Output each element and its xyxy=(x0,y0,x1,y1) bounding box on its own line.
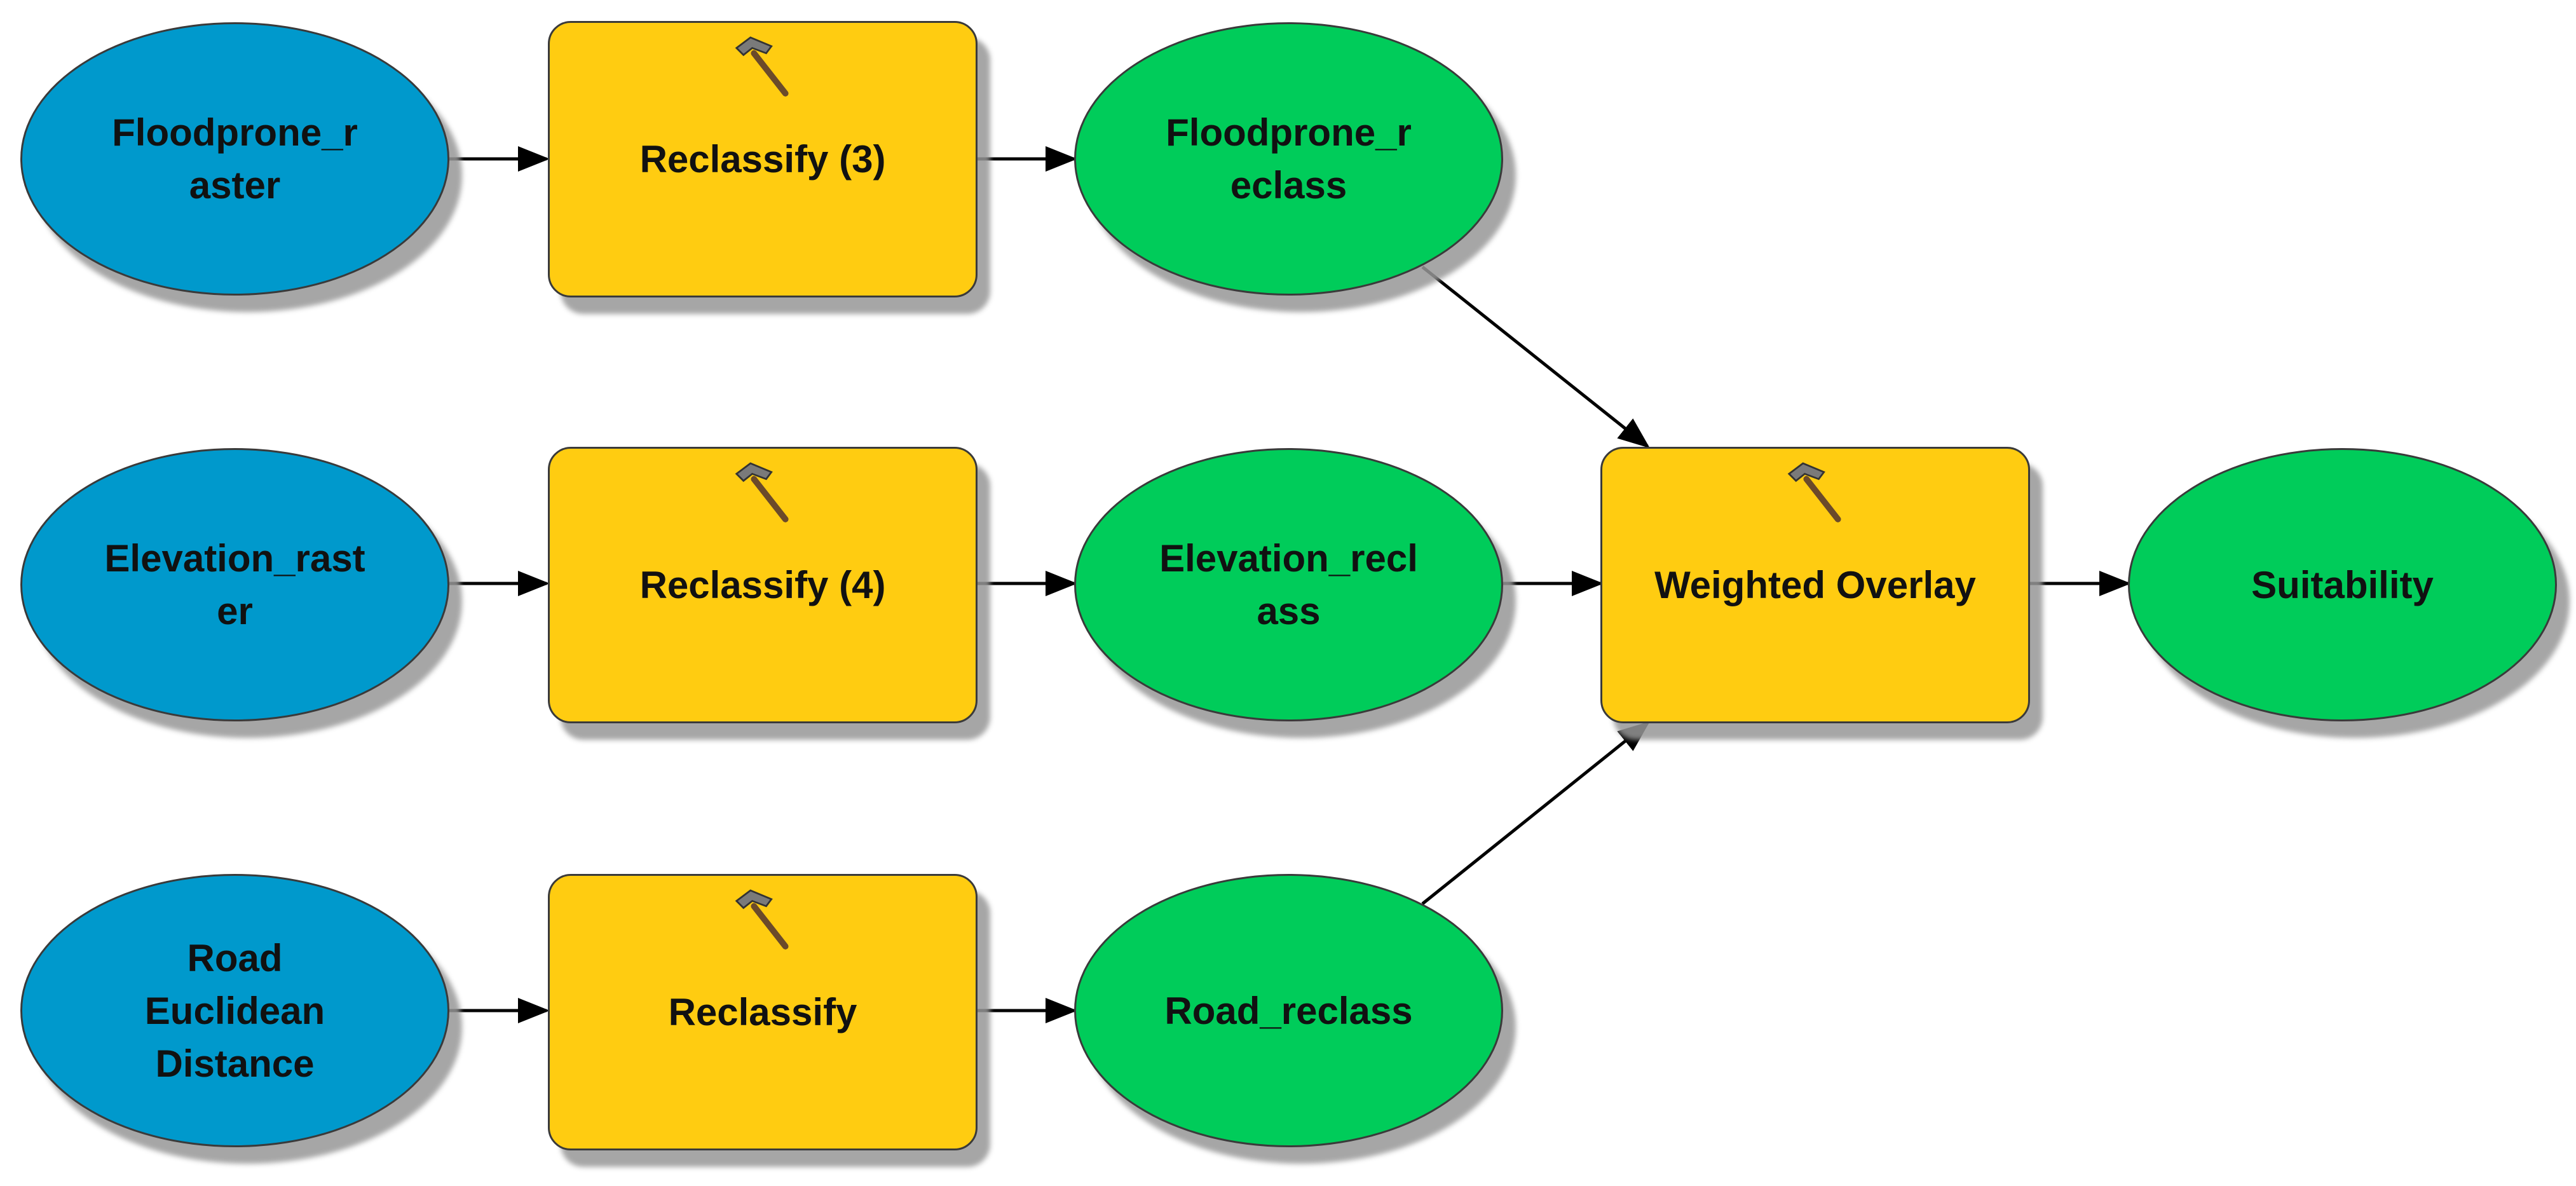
road-euclidean-distance-node[interactable]: Road Euclidean Distance xyxy=(20,874,449,1147)
reclassify-tool[interactable]: Reclassify xyxy=(548,874,978,1150)
edge-floodprone-reclass-to-weighted-overlay xyxy=(1421,266,1650,449)
hammer-icon xyxy=(735,889,789,950)
weighted-overlay-tool[interactable]: Weighted Overlay xyxy=(1600,447,2030,723)
elevation-raster-node[interactable]: Elevation_rast er xyxy=(20,448,449,721)
floodprone-raster-label: Floodprone_r aster xyxy=(112,111,358,207)
hammer-icon xyxy=(735,462,789,522)
hammer-icon xyxy=(1787,462,1841,522)
road-reclass-node[interactable]: Road_reclass xyxy=(1074,874,1503,1147)
floodprone-reclass-node[interactable]: Floodprone_r eclass xyxy=(1074,22,1503,296)
elevation-raster-label: Elevation_rast er xyxy=(104,537,365,632)
floodprone-reclass-label: Floodprone_r eclass xyxy=(1166,111,1412,207)
weighted-overlay-label: Weighted Overlay xyxy=(1654,564,1976,606)
suitability-node[interactable]: Suitability xyxy=(2128,448,2557,721)
road-reclass-label: Road_reclass xyxy=(1164,989,1413,1032)
floodprone-raster-node[interactable]: Floodprone_r aster xyxy=(20,22,449,296)
edge-road-reclass-to-weighted-overlay xyxy=(1421,721,1650,905)
hammer-icon xyxy=(735,36,789,97)
reclassify-4-tool[interactable]: Reclassify (4) xyxy=(548,447,978,723)
reclassify-3-tool[interactable]: Reclassify (3) xyxy=(548,21,978,297)
elevation-reclass-label: Elevation_recl ass xyxy=(1159,537,1418,632)
elevation-reclass-node[interactable]: Elevation_recl ass xyxy=(1074,448,1503,721)
reclassify-label: Reclassify xyxy=(668,991,857,1033)
suitability-label: Suitability xyxy=(2251,563,2434,606)
road-euclidean-distance-label: Road Euclidean Distance xyxy=(144,936,325,1085)
reclassify-3-label: Reclassify (3) xyxy=(639,138,886,181)
reclassify-4-label: Reclassify (4) xyxy=(639,564,886,606)
